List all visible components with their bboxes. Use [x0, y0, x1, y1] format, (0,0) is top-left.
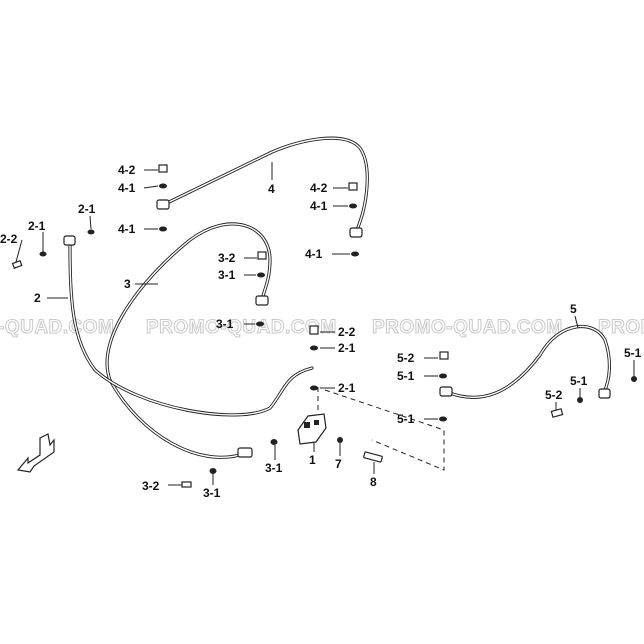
part-8-bolt [363, 451, 383, 463]
callout-5-2-a: 5-2 [397, 351, 415, 365]
callout-5-1-a: 5-1 [397, 369, 415, 383]
washer-3-1-b [256, 321, 264, 327]
hose-2 [63, 235, 314, 417]
hose-3 [105, 222, 272, 459]
washer-2-1-b [87, 229, 95, 235]
callout-3-1-b: 3-1 [216, 317, 234, 331]
bolt-2-2-center [309, 325, 319, 335]
washer-3-1-d [209, 468, 217, 474]
front-direction-arrow-icon [16, 433, 55, 473]
washer-4-1-left-b [159, 226, 167, 232]
callout-labels: 2-2 2-1 2-1 2 3 4-2 4-1 4-1 4 4-2 4-1 4-… [0, 163, 642, 500]
callout-2-2: 2-2 [0, 232, 18, 246]
callout-2-1-center-b: 2-1 [338, 381, 356, 395]
hose-5 [439, 324, 611, 399]
callout-3-2: 3-2 [218, 251, 236, 265]
leader-lines [15, 162, 635, 486]
callout-3-2-b: 3-2 [142, 479, 160, 493]
callout-5-1-c: 5-1 [570, 374, 588, 388]
washer-2-1 [39, 251, 47, 257]
washer-3-1-a [257, 272, 265, 278]
callout-4-1-right-b: 4-1 [305, 247, 323, 261]
callout-5: 5 [570, 302, 577, 316]
watermark: -QUAD.COM PROMO-QUAD.COM PROMO-QUAD.COM … [0, 317, 644, 339]
bolt-4-2-right [348, 182, 358, 191]
bolt-5-2-b [550, 408, 564, 418]
callout-4-2-left: 4-2 [118, 163, 136, 177]
callout-5-1-d: 5-1 [624, 346, 642, 360]
callout-4: 4 [268, 182, 275, 196]
bolt-3-2 [257, 251, 267, 260]
callout-2-1-b: 2-1 [78, 202, 96, 216]
watermark-text-4: PROMO [598, 317, 644, 338]
watermark-text-3: PROMO-QUAD.COM [372, 317, 563, 338]
callout-3-1-d: 3-1 [203, 486, 221, 500]
hose-4 [156, 136, 369, 238]
callout-2-2-center: 2-2 [338, 325, 356, 339]
callout-3-1-c: 3-1 [265, 461, 283, 475]
callout-7: 7 [335, 457, 342, 471]
watermark-text-2: PROMO-QUAD.COM [146, 317, 337, 338]
bolt-2-2 [11, 259, 23, 269]
bolt-4-2-left [158, 164, 168, 173]
callout-2-1-center-a: 2-1 [338, 341, 356, 355]
washer-4-1-right-a [349, 203, 357, 209]
fasteners [11, 164, 637, 488]
part-7-washer [337, 437, 343, 443]
callout-5-1-b: 5-1 [397, 412, 415, 426]
watermark-text-1: -QUAD.COM [0, 317, 114, 338]
bolt-3-2-b [181, 481, 192, 488]
washer-5-1-c [577, 397, 583, 403]
callout-4-1-right-a: 4-1 [310, 199, 328, 213]
callout-8: 8 [370, 475, 377, 489]
callout-3-1-a: 3-1 [218, 268, 236, 282]
junction-block [297, 387, 445, 471]
washer-5-1-a [439, 373, 447, 379]
washer-3-1-c [270, 439, 278, 445]
callout-1: 1 [309, 453, 316, 467]
callout-4-2-right: 4-2 [310, 181, 328, 195]
washer-4-1-left-a [159, 183, 167, 189]
callout-3: 3 [124, 277, 131, 291]
washer-2-1-center-b [310, 385, 318, 391]
callout-2: 2 [34, 291, 41, 305]
callout-4-1-left-a: 4-1 [118, 181, 136, 195]
washer-4-1-right-b [351, 251, 359, 257]
washer-5-1-b [439, 416, 447, 422]
bolt-5-2-a [439, 351, 449, 360]
callout-4-1-left-b: 4-1 [118, 222, 136, 236]
callout-2-1: 2-1 [28, 219, 46, 233]
washer-5-1-d [631, 376, 637, 382]
washer-2-1-center-a [310, 345, 318, 351]
callout-5-2-b: 5-2 [545, 388, 563, 402]
